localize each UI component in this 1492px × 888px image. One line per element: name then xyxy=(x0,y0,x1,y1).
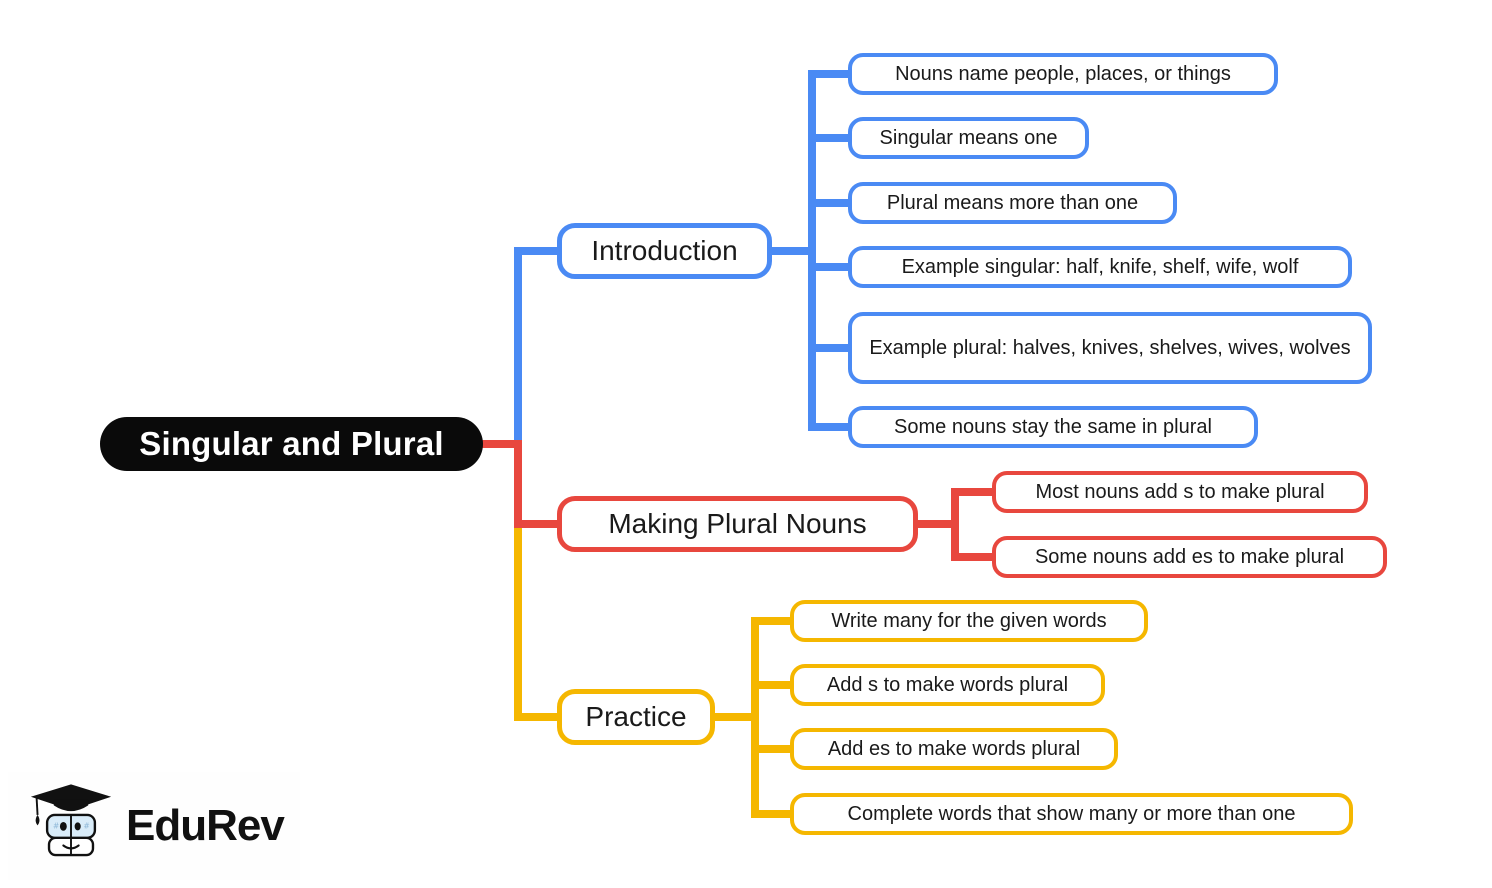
connector-intro-leaf1-stub xyxy=(808,70,852,78)
leaf-node-intro-2: Singular means one xyxy=(848,117,1089,159)
connector-practice-left-stub xyxy=(514,713,562,721)
leaf-node-intro-5: Example plural: halves, knives, shelves,… xyxy=(848,312,1372,384)
connector-making-right-stub xyxy=(914,520,955,528)
connector-intro-leaf2-stub xyxy=(808,134,852,142)
leaf-node-making-2: Some nouns add es to make plural xyxy=(992,536,1387,578)
edurev-logo: # # EduRev xyxy=(8,772,300,880)
branch-node-introduction: Introduction xyxy=(557,223,772,279)
connector-making-leaf2-stub xyxy=(951,553,996,561)
leaf-node-making-1: Most nouns add s to make plural xyxy=(992,471,1368,513)
leaf-node-intro-4: Example singular: half, knife, shelf, wi… xyxy=(848,246,1352,288)
connector-making-left-stub xyxy=(514,520,562,528)
connector-intro-right-stub xyxy=(768,247,812,255)
leaf-node-practice-4: Complete words that show many or more th… xyxy=(790,793,1353,835)
root-node: Singular and Plural xyxy=(100,417,483,471)
connector-root-stub xyxy=(479,440,522,448)
svg-text:#: # xyxy=(53,821,59,830)
leaf-node-practice-3: Add es to make words plural xyxy=(790,728,1118,770)
branch-node-making-plural-nouns: Making Plural Nouns xyxy=(557,496,918,552)
leaf-node-practice-2: Add s to make words plural xyxy=(790,664,1105,706)
connector-intro-leaf3-stub xyxy=(808,199,852,207)
connector-intro-leaf4-stub xyxy=(808,263,852,271)
connector-trunk-blue xyxy=(514,247,522,440)
connector-practice-leaf1-stub xyxy=(751,617,794,625)
connector-practice-leaf4-stub xyxy=(751,810,794,818)
connector-practice-right-stub xyxy=(711,713,755,721)
connector-practice-leaf2-stub xyxy=(751,681,794,689)
leaf-node-practice-1: Write many for the given words xyxy=(790,600,1148,642)
edurev-brand-text: EduRev xyxy=(126,801,285,850)
connector-intro-left-stub xyxy=(514,247,562,255)
connector-trunk-yellow xyxy=(514,528,522,721)
connector-practice-leaf3-stub xyxy=(751,745,794,753)
connector-practice-child-trunk xyxy=(751,617,759,818)
connector-making-leaf1-stub xyxy=(951,488,996,496)
leaf-node-intro-6: Some nouns stay the same in plural xyxy=(848,406,1258,448)
connector-making-child-trunk xyxy=(951,488,959,561)
connector-trunk-red xyxy=(514,440,522,528)
connector-intro-leaf5-stub xyxy=(808,344,852,352)
leaf-node-intro-3: Plural means more than one xyxy=(848,182,1177,224)
connector-intro-leaf6-stub xyxy=(808,423,852,431)
leaf-node-intro-1: Nouns name people, places, or things xyxy=(848,53,1278,95)
edurev-mascot-icon: # # xyxy=(28,778,114,875)
branch-node-practice: Practice xyxy=(557,689,715,745)
connector-intro-child-trunk xyxy=(808,70,816,431)
svg-text:#: # xyxy=(83,821,89,830)
